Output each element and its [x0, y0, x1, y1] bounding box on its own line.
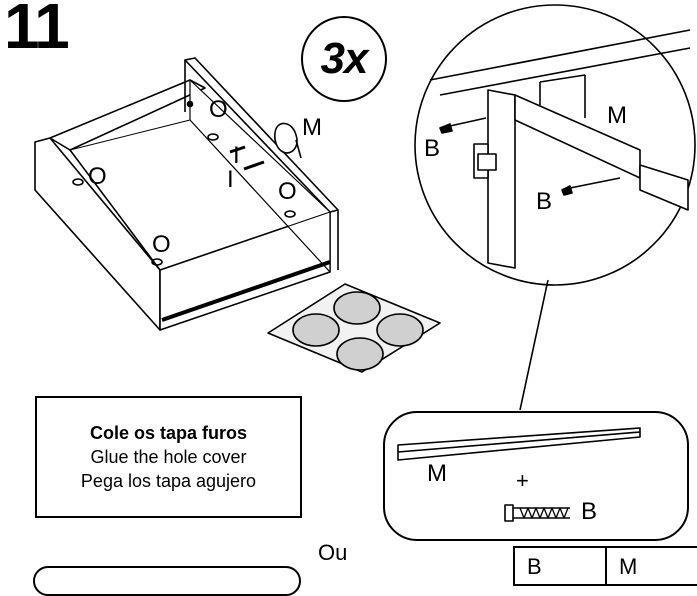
label-i-lower: I: [227, 166, 234, 193]
label-i-upper: I: [233, 142, 240, 169]
parts-table-col-b: B: [527, 554, 542, 579]
note-line-pt: Cole os tapa furos: [89, 423, 248, 443]
label-o-left: O: [88, 163, 107, 190]
parts-table-col-m: M: [605, 548, 697, 584]
note-line-es: Pega los tapa agujero: [80, 471, 257, 491]
parts-label-b: B: [581, 498, 598, 525]
quantity-label: 3x: [320, 34, 369, 83]
parts-plus: +: [516, 468, 529, 493]
label-o-top: O: [209, 96, 228, 123]
assembly-illustration: [34, 4, 696, 522]
parts-label-m: M: [427, 460, 447, 487]
detail-label-b-right: B: [536, 188, 553, 215]
label-m-knob: M: [302, 114, 322, 141]
note-line-en: Glue the hole cover: [90, 447, 247, 467]
detail-circle: [414, 4, 696, 411]
label-o-right: O: [278, 178, 297, 205]
detail-label-m: M: [607, 102, 627, 129]
detail-label-b-left: B: [424, 135, 441, 162]
bottom-box: [33, 566, 301, 596]
quantity-badge: 3x: [301, 16, 387, 102]
hole-cover-sheet: [267, 283, 441, 373]
drawer-illustration: [34, 57, 339, 331]
hole-cover-note: Cole os tapa furos Glue the hole cover P…: [35, 396, 302, 518]
parts-box: [383, 411, 689, 541]
or-label: Ou: [318, 540, 348, 565]
parts-table: B M: [513, 546, 697, 586]
parts-drawings: [397, 427, 641, 522]
step-number: 11: [4, 0, 70, 62]
label-o-bottom: O: [152, 231, 171, 258]
